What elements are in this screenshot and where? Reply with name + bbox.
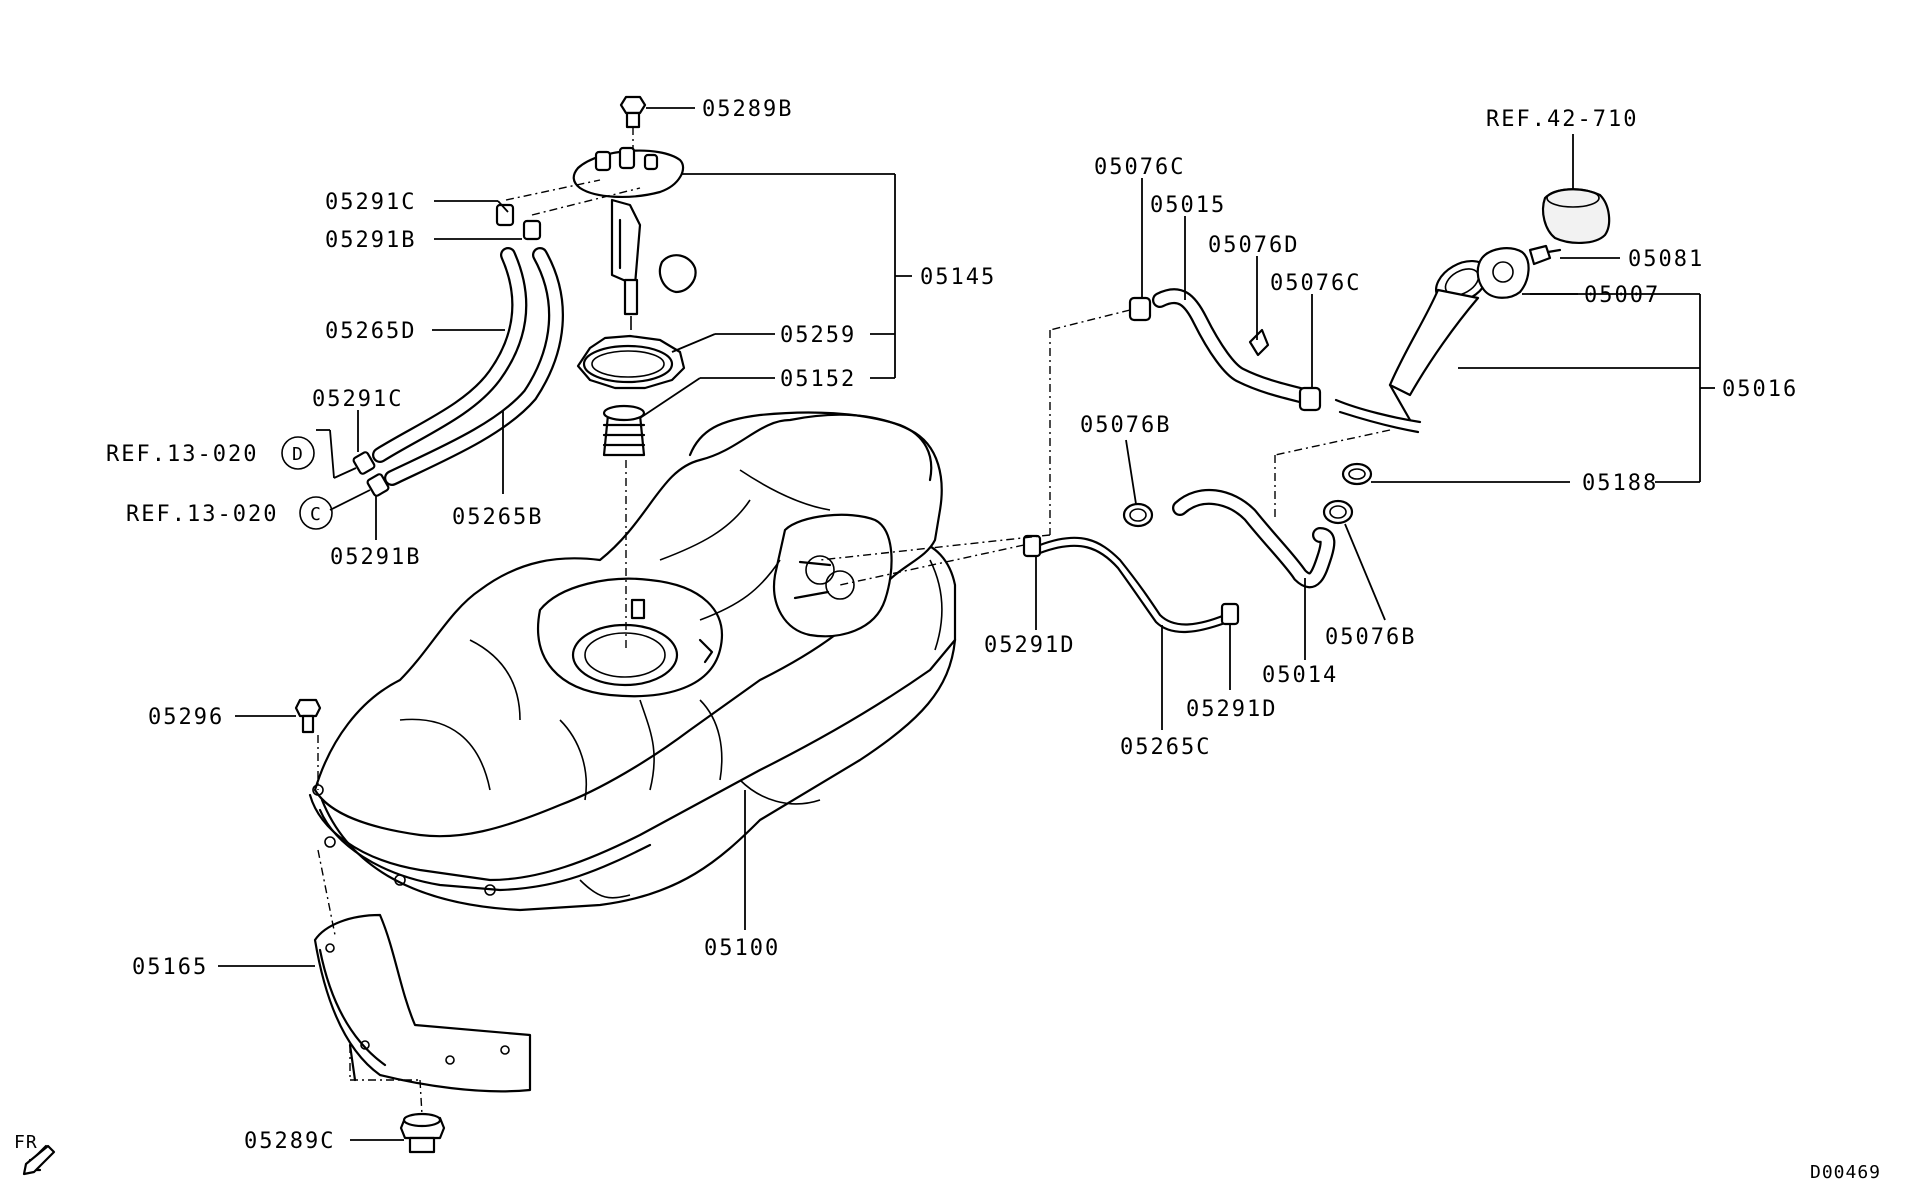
part-labels: 05289B 05291C 05291B 05145 05265D 05259 …	[14, 97, 1881, 1183]
ref-d-text: REF.13-020	[106, 442, 258, 467]
ref-c-text: REF.13-020	[126, 502, 278, 527]
ref-d-circle	[281, 436, 315, 470]
label-05015: 05015	[1150, 193, 1226, 218]
label-05265D: 05265D	[325, 319, 416, 344]
protector-05165	[313, 913, 532, 1093]
clamp-05291D-b	[1220, 602, 1240, 626]
label-05145: 05145	[920, 265, 996, 290]
label-05291B-top: 05291B	[325, 228, 416, 253]
label-05291D-b: 05291D	[1186, 697, 1277, 722]
clamp-05076C-a	[1128, 296, 1152, 322]
label-05076B-a: 05076B	[1080, 413, 1171, 438]
label-05291D-a: 05291D	[984, 633, 1075, 658]
screw-05081	[1528, 244, 1562, 266]
diagram-id: D00469	[1810, 1162, 1881, 1183]
gasket-05007	[1476, 247, 1530, 299]
clamp-05076B-a	[1122, 502, 1154, 528]
label-05291B-left: 05291B	[330, 545, 421, 570]
grommet-05289C	[399, 1112, 446, 1154]
clamp-05076B-b	[1322, 499, 1354, 525]
label-05291C-left: 05291C	[312, 387, 403, 412]
assembly-dash-lines	[317, 127, 1391, 1116]
label-05100: 05100	[704, 936, 780, 961]
label-05081: 05081	[1628, 247, 1704, 272]
bolt-05289B	[619, 95, 647, 129]
label-05265B: 05265B	[452, 505, 543, 530]
fuel-tank-05100	[308, 411, 957, 912]
label-05076C-a: 05076C	[1094, 155, 1185, 180]
label-05291C-top: 05291C	[325, 190, 416, 215]
ref-c-letter: C	[310, 504, 322, 525]
clamp-05076C-b	[1298, 386, 1322, 412]
gasket-05152	[602, 404, 646, 457]
clamp-05188	[1341, 462, 1373, 486]
hose-05265D	[372, 247, 528, 463]
label-05014: 05014	[1262, 663, 1338, 688]
ring-nut-05259	[576, 334, 686, 390]
label-05007: 05007	[1584, 283, 1660, 308]
label-05076C-b: 05076C	[1270, 271, 1361, 296]
filler-hose-05014	[1172, 488, 1336, 589]
label-05152: 05152	[780, 367, 856, 392]
label-05296: 05296	[148, 705, 224, 730]
filler-neck-05016	[1334, 259, 1489, 434]
label-05188: 05188	[1582, 471, 1658, 496]
hose-05265B	[384, 247, 564, 486]
label-05289B: 05289B	[702, 97, 793, 122]
label-05165: 05165	[132, 955, 208, 980]
label-05076D: 05076D	[1208, 233, 1299, 258]
label-05076B-b: 05076B	[1325, 625, 1416, 650]
clip-05076D	[1248, 328, 1270, 357]
ref-d-letter: D	[292, 444, 304, 465]
leader-lines	[218, 107, 1715, 1141]
vent-hose-05015	[1152, 288, 1308, 403]
label-05259: 05259	[780, 323, 856, 348]
hose-05265C	[1038, 536, 1227, 634]
label-05016: 05016	[1722, 377, 1798, 402]
label-05265C: 05265C	[1120, 735, 1211, 760]
clamp-05291D-a	[1022, 534, 1042, 558]
label-05289C: 05289C	[244, 1129, 335, 1154]
front-direction-arrow	[22, 1144, 56, 1176]
ref-cap-text: REF.42-710	[1486, 107, 1638, 132]
clamps-left	[352, 451, 390, 497]
bolt-05296	[294, 698, 322, 734]
ref-c-circle	[299, 496, 333, 530]
fr-label: FR	[14, 1132, 38, 1153]
fuel-cap	[1541, 188, 1611, 244]
